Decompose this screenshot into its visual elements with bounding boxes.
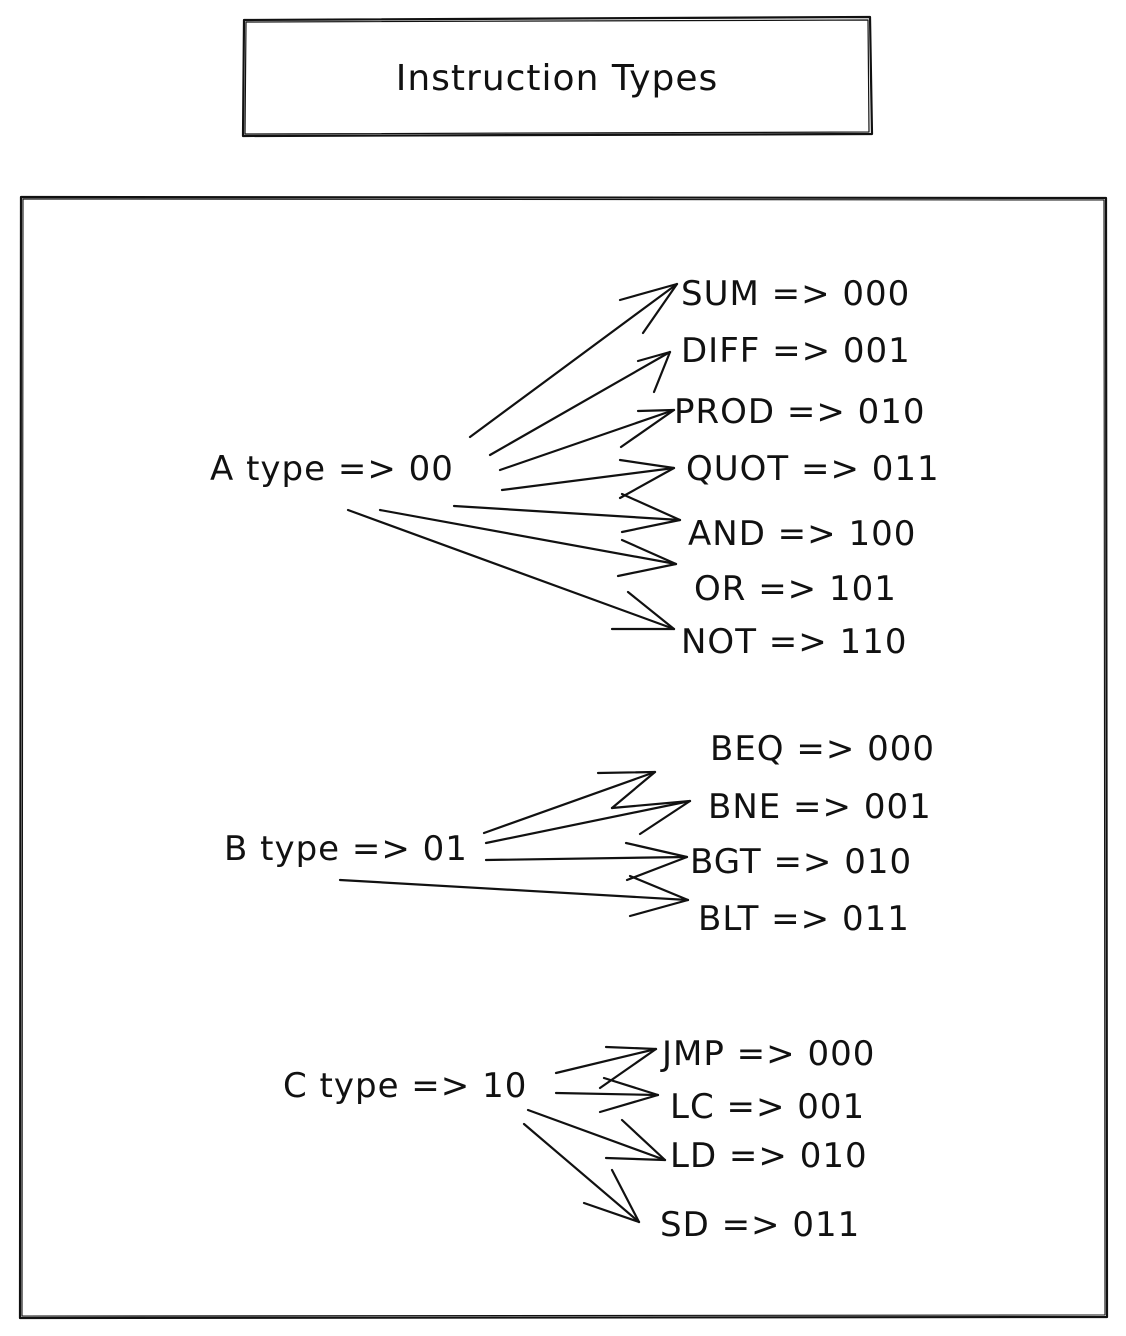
arrow-b-beq [482, 770, 657, 835]
arrow-c-jmp [554, 1047, 658, 1075]
op-jmp: JMP => 000 [660, 1034, 875, 1074]
op-ld: LD => 010 [670, 1136, 868, 1176]
op-diff: DIFF => 001 [681, 331, 911, 371]
type-label-b: B type => 01 [224, 829, 468, 869]
op-sum: SUM => 000 [681, 274, 910, 314]
arrow-a-sum [468, 282, 679, 439]
op-or: OR => 101 [694, 569, 897, 609]
op-sd: SD => 011 [660, 1205, 860, 1245]
op-not: NOT => 110 [681, 622, 907, 662]
group-a-type: A type => 00 SUM => 000 DIFF => 001 PROD… [210, 274, 940, 662]
arrow-a-or [378, 508, 678, 566]
arrow-c-ld [526, 1108, 667, 1162]
op-bgt: BGT => 010 [690, 842, 912, 882]
main-frame [18, 195, 1109, 1320]
group-b-type: B type => 01 BEQ => 000 BNE => 001 BGT =… [224, 729, 935, 939]
arrow-b-blt [338, 878, 690, 902]
arrow-a-and [452, 504, 682, 522]
op-blt: BLT => 011 [698, 899, 910, 939]
type-label-a: A type => 00 [210, 449, 454, 489]
op-prod: PROD => 010 [674, 392, 926, 432]
title-box: Instruction Types [241, 15, 874, 138]
diagram-title: Instruction Types [396, 58, 719, 99]
op-beq: BEQ => 000 [710, 729, 935, 769]
type-label-c: C type => 10 [283, 1066, 527, 1106]
arrow-b-bne [484, 799, 692, 845]
arrows-a-type [346, 282, 682, 631]
op-bne: BNE => 001 [708, 787, 932, 827]
arrow-a-not [346, 508, 676, 631]
arrow-a-quot [500, 466, 676, 492]
arrow-b-bgt [484, 855, 689, 862]
op-quot: QUOT => 011 [686, 449, 940, 489]
arrow-a-diff [488, 350, 672, 457]
arrow-a-prod [498, 408, 676, 472]
arrows-b-type [338, 770, 692, 918]
arrow-c-lc [554, 1091, 660, 1097]
op-and: AND => 100 [688, 514, 916, 554]
arrows-c-type [522, 1045, 667, 1224]
group-c-type: C type => 10 JMP => 000 LC => 001 LD => … [283, 1034, 875, 1245]
op-lc: LC => 001 [670, 1087, 865, 1127]
arrow-c-sd [522, 1122, 641, 1224]
